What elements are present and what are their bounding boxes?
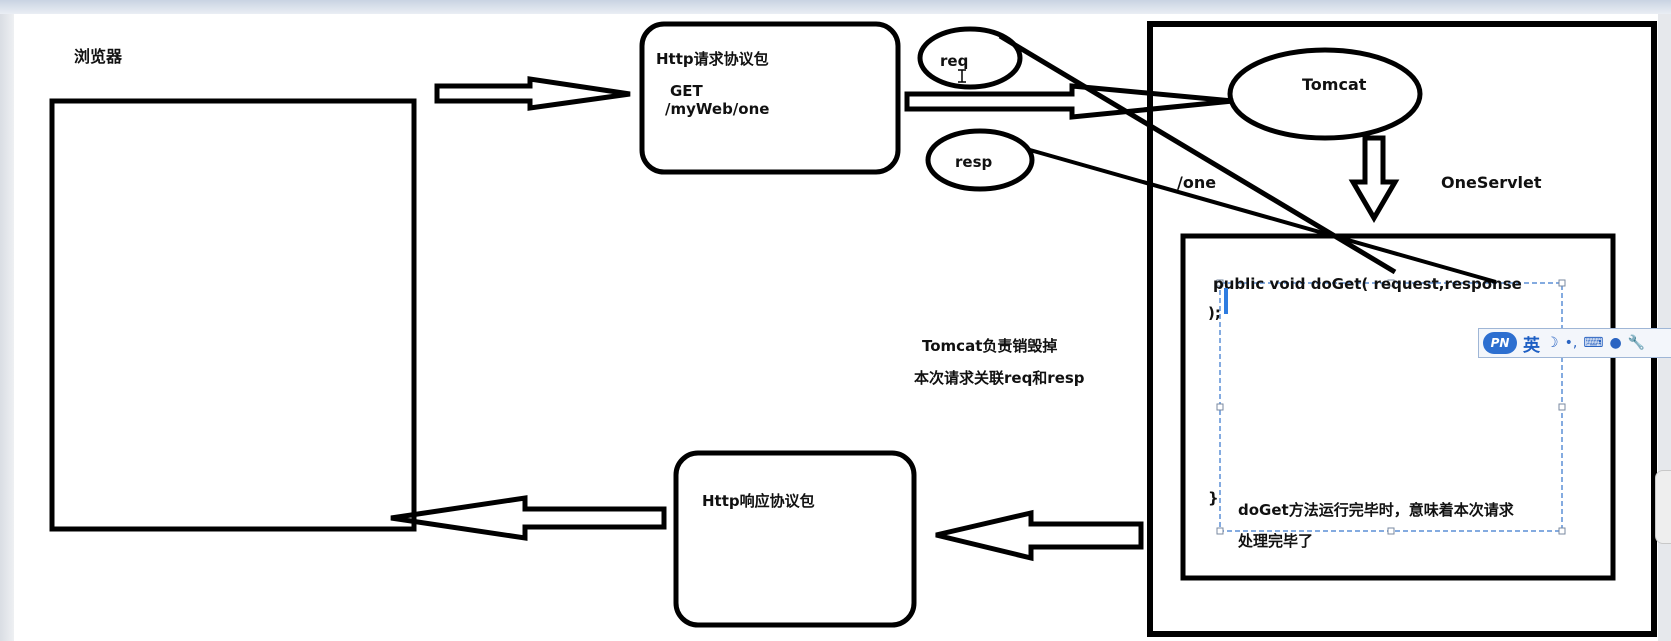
resp-connector	[1029, 148, 1497, 284]
req-resp-note: 本次请求关联req和resp	[914, 369, 1085, 387]
request-arrow	[434, 76, 631, 111]
selection-handles[interactable]	[1216, 279, 1566, 535]
dispatch-arrow	[1348, 135, 1400, 223]
ime-toolbar[interactable]: PN 英 ☽ •, ⌨ ● 🔧	[1478, 328, 1671, 358]
side-panel-tab[interactable]	[1655, 470, 1671, 544]
text-caret	[1224, 288, 1228, 314]
tomcat-arrow	[904, 83, 1234, 120]
browser-label: 浏览器	[74, 47, 123, 66]
resp-label: resp	[955, 153, 992, 171]
selection-box[interactable]	[1219, 282, 1563, 532]
tomcat-destroy-note: Tomcat负责销毁掉	[922, 337, 1057, 355]
doget-signature: public void doGet( request,response	[1213, 275, 1522, 293]
req-ellipse	[917, 26, 1023, 90]
http-request-title: Http请求协议包	[656, 50, 769, 68]
window-left-border	[0, 14, 14, 641]
response-arrow-right	[935, 509, 1144, 562]
ime-language-toggle[interactable]: 英	[1523, 335, 1540, 356]
moon-icon[interactable]: ☽	[1546, 335, 1559, 351]
tomcat-label: Tomcat	[1302, 75, 1367, 94]
keyboard-icon[interactable]: ⌨	[1583, 335, 1604, 351]
window-top-border	[0, 0, 1671, 14]
one-servlet-label: OneServlet	[1441, 173, 1542, 192]
http-response-title: Http响应协议包	[702, 492, 815, 510]
ime-logo-icon[interactable]: PN	[1483, 332, 1517, 354]
resp-ellipse	[925, 128, 1035, 192]
punctuation-icon[interactable]: •,	[1564, 335, 1578, 351]
servlet-box	[1180, 233, 1616, 581]
tomcat-ellipse	[1227, 47, 1423, 141]
http-response-box	[673, 450, 917, 628]
response-arrow-left	[390, 495, 667, 541]
doget-done-line1: doGet方法运行完毕时，意味着本次请求	[1238, 501, 1515, 519]
request-method: GET	[670, 82, 704, 100]
req-label: req	[940, 52, 968, 70]
request-path: /myWeb/one	[665, 100, 769, 118]
close-paren: );	[1208, 304, 1221, 322]
browser-box	[49, 98, 417, 532]
close-brace: }	[1208, 489, 1219, 507]
doget-done-line2: 处理完毕了	[1237, 532, 1313, 550]
http-request-box	[639, 21, 901, 175]
ibeam-cursor-icon	[958, 69, 966, 83]
user-icon[interactable]: ●	[1609, 335, 1622, 351]
wrench-icon[interactable]: 🔧	[1627, 335, 1646, 351]
one-path-label: /one	[1177, 173, 1216, 192]
